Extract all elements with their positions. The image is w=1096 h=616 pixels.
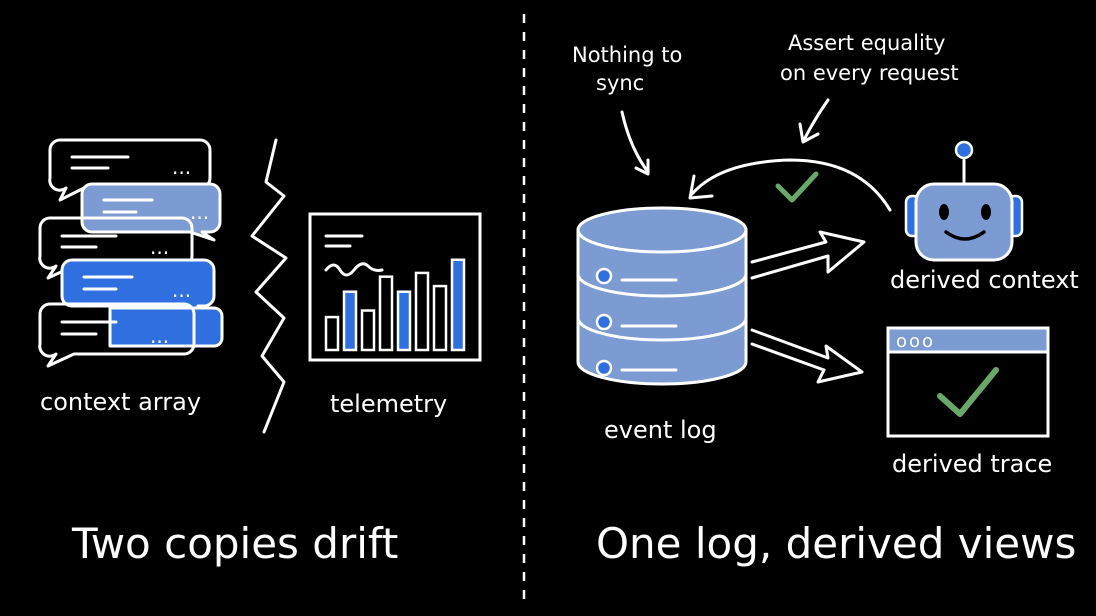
telemetry-bar bbox=[396, 290, 412, 352]
left-caption: Two copies drift bbox=[71, 519, 398, 568]
right-caption: One log, derived views bbox=[596, 519, 1076, 568]
bubble-dots: ... bbox=[172, 155, 191, 179]
drift-zigzag bbox=[250, 138, 288, 434]
event-log-label: event log bbox=[604, 416, 717, 444]
note-assert-arrow bbox=[798, 98, 830, 144]
note-sync-arrow bbox=[620, 110, 650, 176]
bubble-dots: ... bbox=[150, 235, 169, 259]
telemetry-bar bbox=[360, 309, 376, 352]
telemetry-bar bbox=[450, 258, 466, 352]
note-nothing-to-sync: Nothing to sync bbox=[572, 43, 689, 95]
telemetry-bar bbox=[378, 275, 394, 352]
feedback-arrow bbox=[688, 158, 892, 212]
telemetry-bar bbox=[432, 284, 448, 352]
derived-trace-label: derived trace bbox=[892, 450, 1052, 478]
context-array-label: context array bbox=[40, 388, 201, 416]
feedback-check-icon bbox=[775, 171, 819, 203]
arrow-to-derived-trace bbox=[750, 328, 864, 384]
telemetry-bar bbox=[342, 290, 358, 352]
chat-bubble: ... bbox=[48, 138, 212, 202]
trace-check-icon bbox=[937, 367, 999, 417]
telemetry-bar bbox=[324, 315, 340, 352]
telemetry-label: telemetry bbox=[330, 390, 447, 418]
chat-bubble: ... bbox=[38, 302, 196, 368]
arrow-to-derived-context bbox=[750, 230, 866, 280]
robot-icon bbox=[904, 140, 1024, 262]
bubble-dots: ... bbox=[150, 324, 169, 348]
telemetry-chart bbox=[308, 212, 482, 362]
telemetry-bar bbox=[414, 271, 430, 352]
note-assert-equality: Assert equality on every request bbox=[780, 31, 959, 85]
context-array-stack: ... ... ... ... ... bbox=[38, 138, 224, 368]
trace-window-icon: ooo bbox=[886, 326, 1050, 438]
telemetry-frame bbox=[308, 212, 482, 362]
telemetry-wave bbox=[324, 262, 384, 277]
chat-bubble: ... bbox=[38, 216, 194, 280]
event-log-database-icon bbox=[576, 206, 748, 386]
derived-context-label: derived context bbox=[890, 266, 1079, 294]
telemetry-bars bbox=[324, 258, 466, 352]
chat-bubble-highlight: ... bbox=[80, 182, 222, 242]
bubble-dots: ... bbox=[190, 200, 209, 224]
window-dots: ooo bbox=[896, 331, 935, 352]
bubble-dots: ... bbox=[172, 278, 191, 302]
